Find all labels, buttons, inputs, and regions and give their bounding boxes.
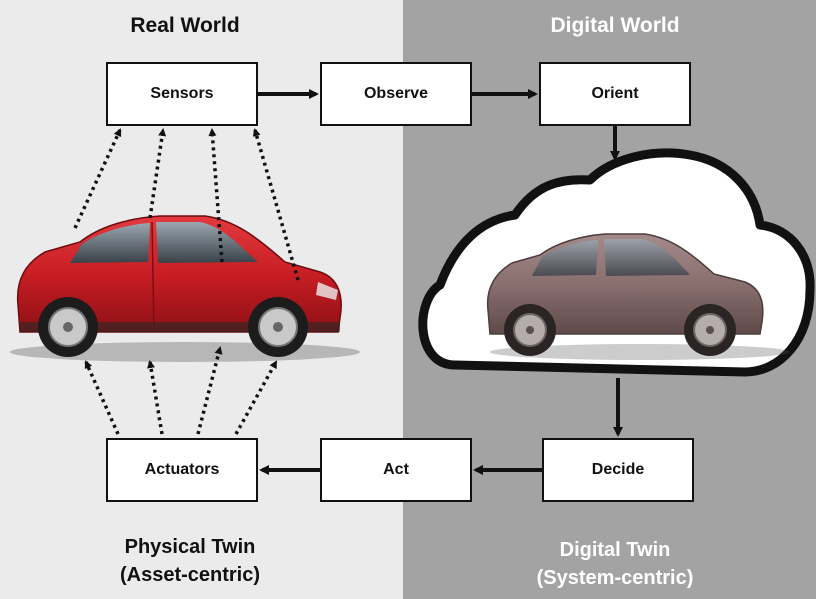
physical-twin-label: Physical Twin — [124, 536, 256, 558]
real-world-title: Real World — [130, 14, 240, 37]
digital-twin-label: Digital Twin — [559, 539, 671, 561]
dotted-arrows-car-to-sensors — [73, 128, 300, 281]
decide-box: Decide — [542, 438, 694, 502]
dotted-arrows-actuators-to-car — [84, 346, 278, 435]
digital-twin-caption: Digital Twin (System-centric) — [480, 536, 750, 592]
act-box: Act — [320, 438, 472, 502]
digital-car-image — [486, 233, 790, 360]
orient-box: Orient — [539, 62, 691, 126]
asset-centric-label: (Asset-centric) — [119, 564, 261, 586]
physical-twin-caption: Physical Twin (Asset-centric) — [60, 533, 320, 589]
physical-car-image — [10, 215, 360, 362]
sensors-box: Sensors — [106, 62, 258, 126]
observe-box: Observe — [320, 62, 472, 126]
digital-world-title: Digital World — [550, 14, 680, 37]
system-centric-label: (System-centric) — [536, 567, 694, 589]
actuators-box: Actuators — [106, 438, 258, 502]
